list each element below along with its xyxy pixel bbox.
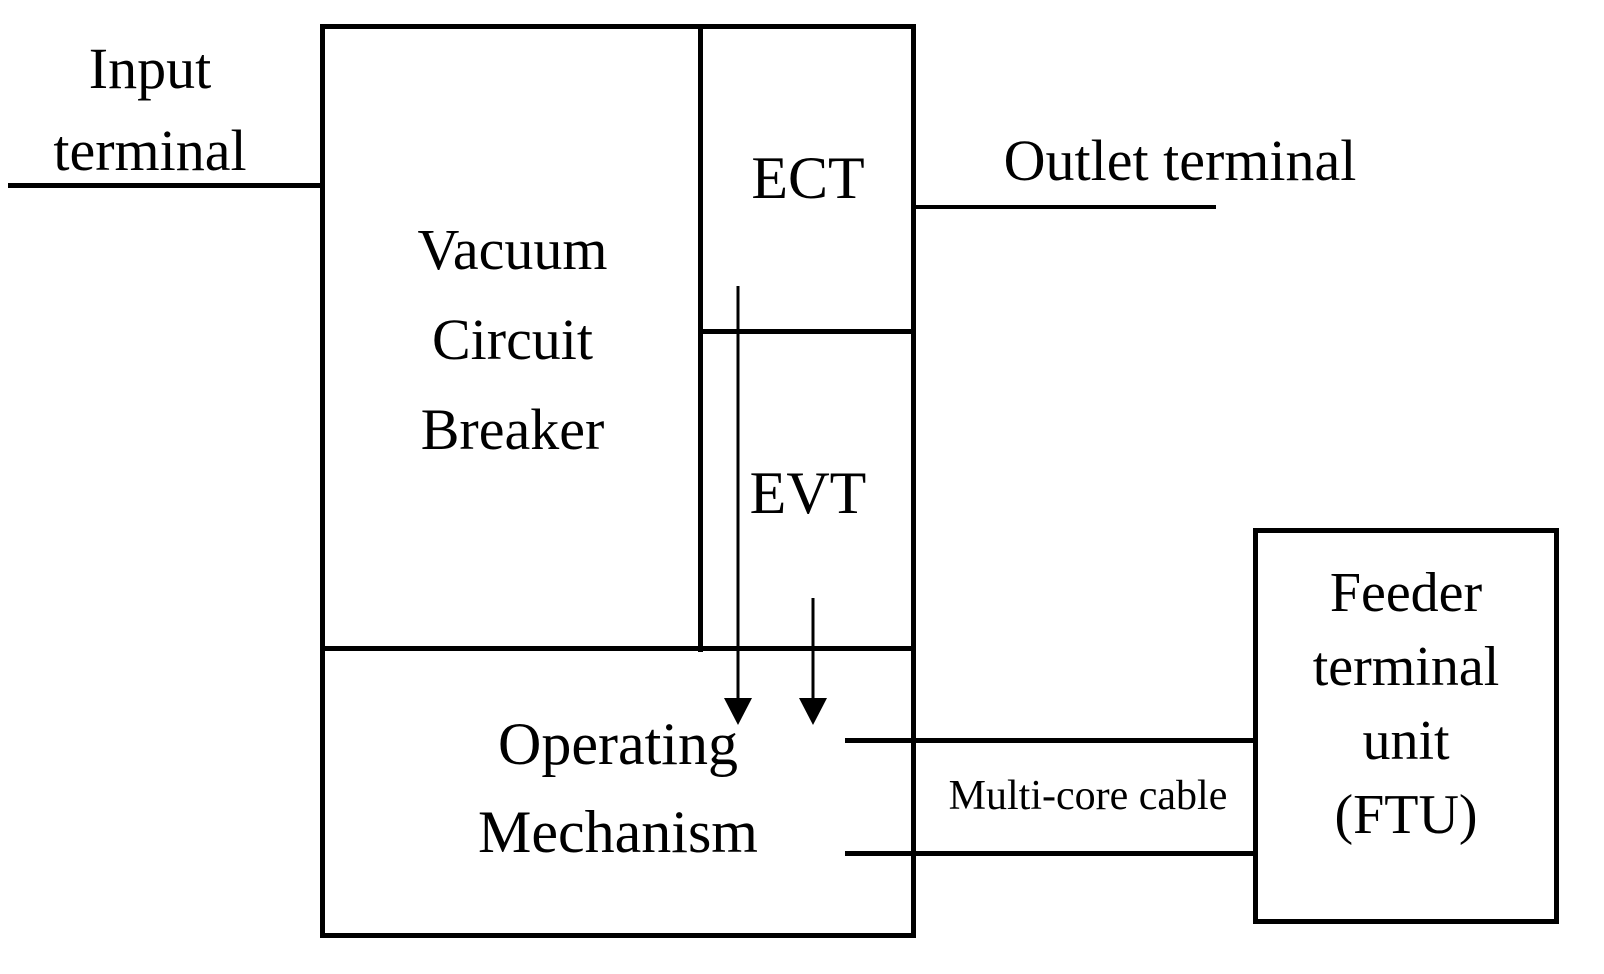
- evt-label: EVT: [749, 460, 867, 526]
- ftu-label: Feeder terminal unit (FTU): [1312, 562, 1500, 846]
- operating-mechanism-label: Operating Mechanism: [478, 711, 758, 865]
- operating-mechanism-divider: [320, 646, 916, 651]
- outlet-terminal-label: Outlet terminal: [1003, 128, 1357, 193]
- vacuum-circuit-breaker-label: Vacuum Circuit Breaker: [417, 217, 608, 462]
- multi-core-cable-line-bottom: [845, 851, 1257, 856]
- outlet-terminal-line: [914, 205, 1216, 209]
- ect-label: ECT: [751, 145, 865, 211]
- multi-core-cable-label: Multi-core cable: [948, 773, 1228, 819]
- vcb-outer-box: [320, 24, 916, 938]
- ect-evt-divider: [700, 329, 916, 334]
- ect-down-arrow-icon: [724, 286, 752, 725]
- evt-down-arrow-icon: [799, 598, 827, 725]
- vcb-vertical-divider: [698, 24, 703, 652]
- ftu-box: [1253, 528, 1559, 924]
- input-terminal-line: [8, 183, 322, 188]
- multi-core-cable-line-top: [845, 738, 1257, 743]
- input-terminal-label: Input terminal: [53, 36, 247, 183]
